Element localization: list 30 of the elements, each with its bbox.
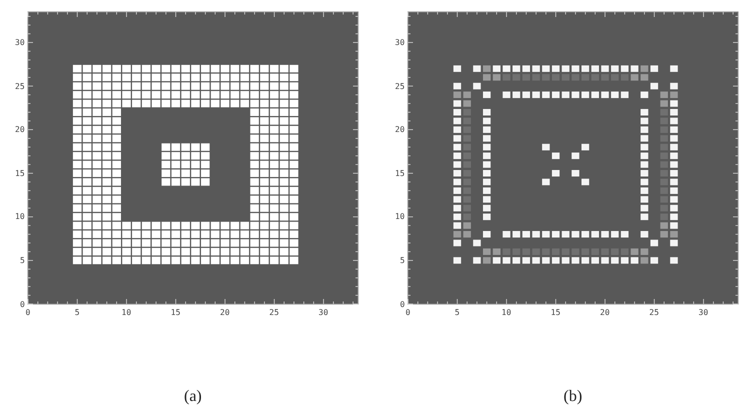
tick-label: 20 (395, 125, 405, 134)
tick-label: 5 (454, 308, 460, 316)
tick-label: 10 (15, 212, 25, 222)
panel-caption: (a) (184, 388, 202, 406)
tick-label: 5 (20, 256, 25, 265)
tick-label: 15 (550, 308, 560, 316)
tick-label: 20 (15, 125, 25, 134)
tick-label: 5 (400, 256, 405, 265)
tick-label: 10 (122, 308, 132, 316)
tick-label: 10 (395, 212, 405, 222)
tick-label: 20 (220, 308, 230, 316)
tick-label: 10 (502, 308, 512, 316)
tick-label: 0 (20, 300, 25, 308)
tick-label: 30 (15, 38, 25, 47)
tick-label: 0 (400, 300, 405, 308)
tick-label: 20 (600, 308, 610, 316)
tick-label: 25 (269, 308, 279, 316)
tick-label: 25 (15, 82, 25, 91)
tick-label: 30 (698, 308, 708, 316)
tick-label: 5 (74, 308, 80, 316)
tick-label: 15 (15, 168, 25, 178)
tick-label: 25 (649, 308, 659, 316)
tick-label: 15 (395, 168, 405, 178)
tick-label: 0 (26, 308, 30, 316)
tick-label: 25 (395, 82, 405, 91)
tick-label: 0 (406, 308, 410, 316)
tick-label: 15 (170, 308, 180, 316)
tick-label: 30 (395, 38, 405, 47)
tick-label: 30 (318, 308, 328, 316)
panel-caption: (b) (564, 388, 582, 406)
